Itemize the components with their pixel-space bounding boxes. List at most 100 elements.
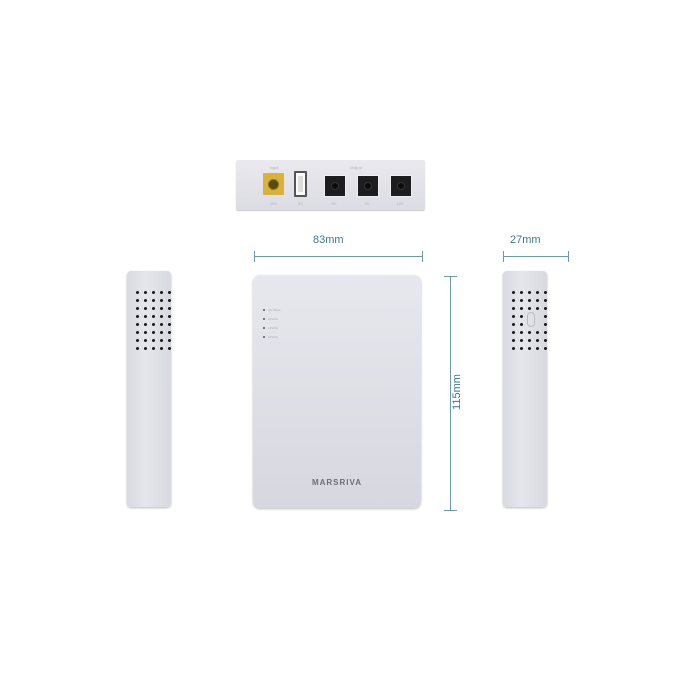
vent-hole	[168, 331, 171, 334]
vent-hole	[536, 323, 539, 326]
depth-dimension-line	[503, 256, 569, 257]
vent-hole	[160, 323, 163, 326]
vent-hole	[544, 307, 547, 310]
vent-hole	[512, 291, 515, 294]
vent-hole	[544, 315, 547, 318]
vent-hole	[544, 339, 547, 342]
width-dimension-line	[254, 256, 423, 257]
vent-hole	[152, 323, 155, 326]
vent-hole	[168, 323, 171, 326]
front-view: AC Mode 12V/2A 12V/2A 12V/2A MARSRIVA	[253, 275, 421, 508]
vent-hole	[152, 339, 155, 342]
input-label: Input	[269, 165, 279, 170]
vent-hole	[136, 315, 139, 318]
dimension-tick	[568, 251, 569, 262]
height-dimension-label: 115mm	[451, 374, 463, 410]
vent-hole	[144, 347, 147, 350]
vent-hole	[544, 299, 547, 302]
port-voltage-label: 5V	[298, 201, 303, 206]
vent-hole	[144, 299, 147, 302]
dimension-tick	[444, 276, 457, 277]
port-voltage-label: 5V	[331, 201, 337, 206]
dc-input-port	[263, 173, 284, 195]
vent-hole	[168, 347, 171, 350]
led-indicator: AC Mode	[263, 308, 281, 312]
vent-hole	[160, 315, 163, 318]
vent-hole	[520, 299, 523, 302]
vent-hole	[520, 323, 523, 326]
vent-hole	[536, 307, 539, 310]
vent-hole	[544, 331, 547, 334]
depth-dimension-label: 27mm	[510, 234, 541, 246]
power-button[interactable]	[527, 312, 535, 327]
dimension-tick	[444, 510, 457, 511]
vent-hole	[520, 339, 523, 342]
dc-output-port	[390, 175, 412, 197]
vent-hole	[520, 315, 523, 318]
vent-hole	[160, 299, 163, 302]
vent-hole	[144, 291, 147, 294]
led-indicator: 12V/2A	[263, 335, 278, 339]
vent-hole	[160, 331, 163, 334]
vent-hole	[152, 315, 155, 318]
dimension-tick	[422, 251, 423, 262]
led-icon	[263, 309, 265, 311]
vent-hole	[168, 299, 171, 302]
led-label: 12V/2A	[268, 317, 278, 321]
vent-hole	[168, 291, 171, 294]
vent-hole	[136, 299, 139, 302]
led-indicator: 12V/2A	[263, 317, 278, 321]
vent-hole	[536, 315, 539, 318]
port-voltage-label: 9V	[364, 201, 370, 206]
vent-hole	[512, 299, 515, 302]
vent-hole	[168, 339, 171, 342]
vent-hole	[544, 291, 547, 294]
right-side-view	[503, 271, 547, 507]
vent-hole	[520, 331, 523, 334]
vent-hole	[144, 323, 147, 326]
led-icon	[263, 327, 265, 329]
led-label: 12V/2A	[268, 326, 278, 330]
dimension-tick	[503, 251, 504, 262]
vent-hole	[544, 323, 547, 326]
height-dimension-line	[450, 276, 451, 511]
vent-hole	[144, 315, 147, 318]
top-port-view: Input Output 12V 5V 5V 9V 12V	[236, 160, 425, 210]
vent-hole	[528, 331, 531, 334]
vent-hole	[520, 307, 523, 310]
vent-hole	[136, 331, 139, 334]
vent-hole	[152, 299, 155, 302]
vent-hole	[528, 347, 531, 350]
vent-hole	[144, 307, 147, 310]
vent-hole	[160, 347, 163, 350]
vent-hole	[168, 307, 171, 310]
led-label: AC Mode	[268, 308, 281, 312]
vent-hole	[144, 339, 147, 342]
vent-hole	[152, 291, 155, 294]
led-label: 12V/2A	[268, 335, 278, 339]
vent-hole	[144, 331, 147, 334]
output-label: Output	[349, 165, 362, 170]
vent-hole	[152, 347, 155, 350]
led-indicator: 12V/2A	[263, 326, 278, 330]
vent-hole	[160, 291, 163, 294]
brand-logo: MARSRIVA	[311, 478, 363, 487]
vent-hole	[512, 331, 515, 334]
led-icon	[263, 336, 265, 338]
vent-hole	[536, 339, 539, 342]
vent-grille	[136, 291, 172, 351]
vent-hole	[136, 291, 139, 294]
vent-hole	[160, 339, 163, 342]
left-side-view	[127, 271, 171, 507]
vent-hole	[512, 315, 515, 318]
vent-hole	[544, 347, 547, 350]
vent-hole	[136, 307, 139, 310]
dc-output-port	[357, 175, 379, 197]
port-voltage-label: 12V	[269, 201, 278, 206]
vent-hole	[528, 291, 531, 294]
vent-hole	[528, 339, 531, 342]
vent-hole	[152, 331, 155, 334]
vent-hole	[136, 339, 139, 342]
port-voltage-label: 12V	[396, 201, 404, 206]
vent-hole	[528, 299, 531, 302]
